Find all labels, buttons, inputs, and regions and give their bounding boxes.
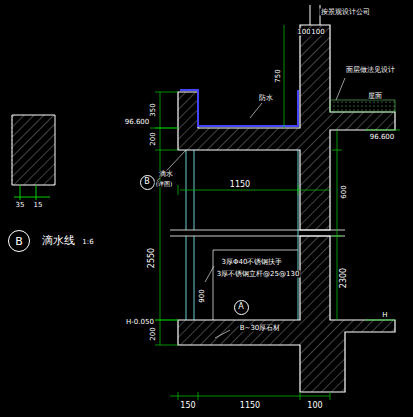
callout-circle: B (8, 230, 30, 252)
dimension: 600 (341, 184, 348, 199)
note-text: 按景观设计公司 (320, 9, 371, 16)
dimension: 35 (15, 202, 26, 209)
dimension: 2300 (340, 267, 348, 289)
note-text: 屋面 (367, 93, 383, 100)
callout-letter: A (238, 303, 243, 311)
note-text: 面层做法见设计 (345, 67, 396, 74)
dimension: 100 (310, 29, 325, 36)
note-text: 防水 (258, 95, 274, 102)
elevation-mark: 96.600 (124, 119, 151, 126)
dimension: 15 (33, 202, 44, 209)
note-text: 滴水 (158, 171, 174, 178)
dimension: 900 (199, 288, 206, 303)
callout-letter: B (144, 178, 150, 186)
dimension: 100 (306, 402, 323, 410)
elevation-mark: 96.600 (369, 134, 396, 141)
callout-letter: B (15, 236, 23, 247)
dimension: 750 (275, 68, 282, 83)
note-text: (详图) (155, 181, 174, 187)
elevation-mark: H-0.050 (125, 319, 155, 326)
callout-circle: B (140, 175, 155, 190)
note-text: 3厚Φ40不锈钢扶手 (221, 259, 284, 266)
dimension: 150 (179, 402, 196, 410)
note-text: B~30厚石材 (239, 325, 282, 332)
detail-title: 滴水线 (41, 235, 76, 246)
note-text: 3厚不锈钢立杆@25@130 (216, 271, 301, 278)
dimension: 200 (150, 326, 157, 341)
scale-text: 1:6 (81, 239, 94, 246)
callout-circle: A (234, 300, 249, 315)
dimension: 200 (150, 131, 157, 146)
dimension: 2550 (148, 247, 156, 269)
elevation-mark: H (381, 312, 388, 319)
dimension: 1150 (239, 402, 261, 410)
dimension: 350 (150, 102, 157, 117)
dimension: 1150 (229, 181, 251, 189)
